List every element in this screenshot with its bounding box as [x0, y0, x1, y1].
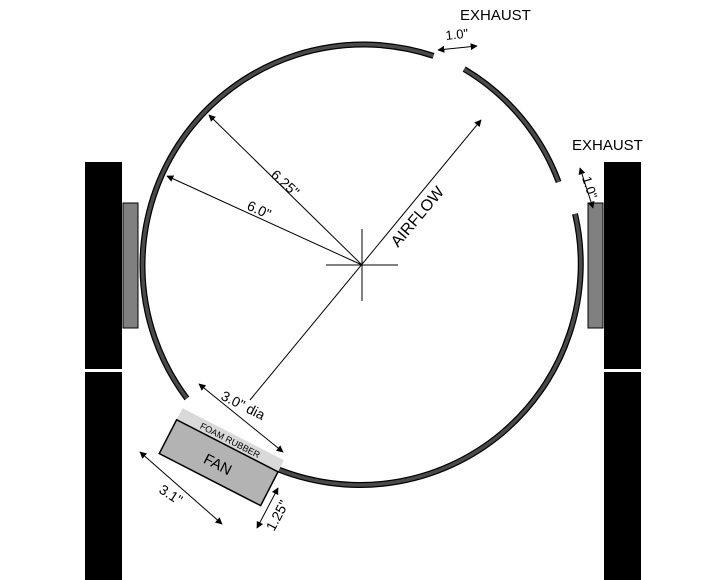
right-gap-label: 1.0" — [579, 174, 600, 201]
airflow-arrow — [249, 119, 482, 401]
outer-radius-line — [208, 114, 363, 266]
exhaust-right-label: EXHAUST — [572, 137, 643, 154]
left-post-upper — [85, 162, 122, 369]
fan-height-dimension — [256, 487, 279, 529]
left-pad — [122, 202, 139, 329]
airflow-label: AIRFLOW — [388, 183, 448, 250]
top-gap-dimension — [437, 43, 478, 53]
right-post-lower — [604, 372, 641, 580]
ring-arc-main — [139, 41, 435, 401]
inner-radius-line — [166, 175, 363, 266]
top-gap-label: 1.0" — [445, 26, 470, 43]
fan-height-label: 1.25" — [263, 497, 292, 533]
inner-radius-label: 6.0" — [245, 197, 274, 222]
ring-arc-right-bottom — [270, 213, 584, 488]
exhaust-top-label: EXHAUST — [460, 7, 531, 24]
fan-length-label: 3.1" — [156, 481, 185, 508]
fan-length-dimension — [139, 451, 223, 525]
right-gap-dimension — [578, 167, 595, 209]
left-post-lower — [85, 372, 122, 580]
right-post-upper — [604, 162, 641, 369]
outer-radius-label: 6.25" — [268, 166, 303, 199]
fan-diameter-label: 3.0" dia — [219, 387, 268, 423]
right-pad — [587, 202, 604, 329]
ring-arc-top-right — [462, 66, 562, 184]
fan-diameter-dimension — [198, 383, 284, 453]
